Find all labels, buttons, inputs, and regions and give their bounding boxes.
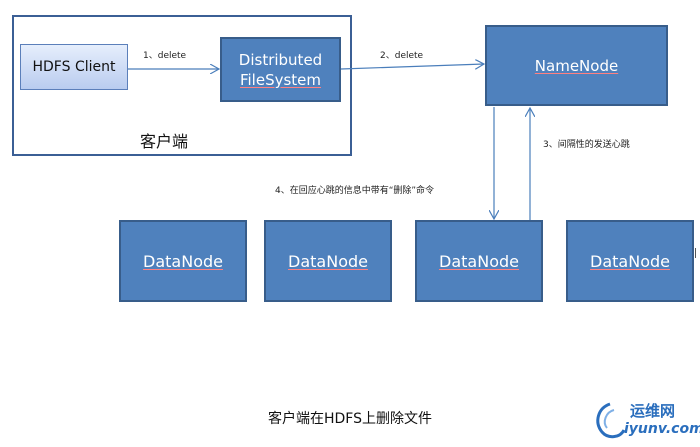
datanode-4: DataNode [566,220,694,302]
edge-label-step3: 3、间隔性的发送心跳 [543,140,630,150]
namenode-label: NameNode [534,56,619,75]
watermark-logo: 运维网 iyunv.com [592,400,700,442]
datanode-label: DataNode [143,251,223,271]
datanode-label: DataNode [590,251,670,271]
watermark-cn: 运维网 [630,402,676,420]
datanode-2: DataNode [264,220,392,302]
client-region-label: 客户端 [140,132,189,151]
figure-caption: 客户端在HDFS上删除文件 [267,411,432,427]
namenode-node: NameNode [485,25,668,106]
swirl-icon [596,402,626,439]
dfs-label-line1: Distributed [238,50,323,69]
datanode-label: DataNode [439,251,519,271]
datanode-1: DataNode [119,220,247,302]
hdfs-client-node: HDFS Client [20,44,128,90]
edge-label-step2: 2、delete [380,51,424,61]
watermark-en: iyunv.com [624,421,700,437]
dfs-label-line2: FileSystem [239,70,322,89]
edge-label-step4: 4、在回应心跳的信息中带有“删除”命令 [275,186,435,196]
datanode-label: DataNode [288,251,368,271]
distributed-filesystem-node: Distributed FileSystem [220,37,341,102]
edge-label-step1: 1、delete [143,51,187,61]
datanode-3: DataNode [415,220,543,302]
partial-box-edge [695,248,700,258]
arrow-dfs-to-namenode [340,64,484,70]
